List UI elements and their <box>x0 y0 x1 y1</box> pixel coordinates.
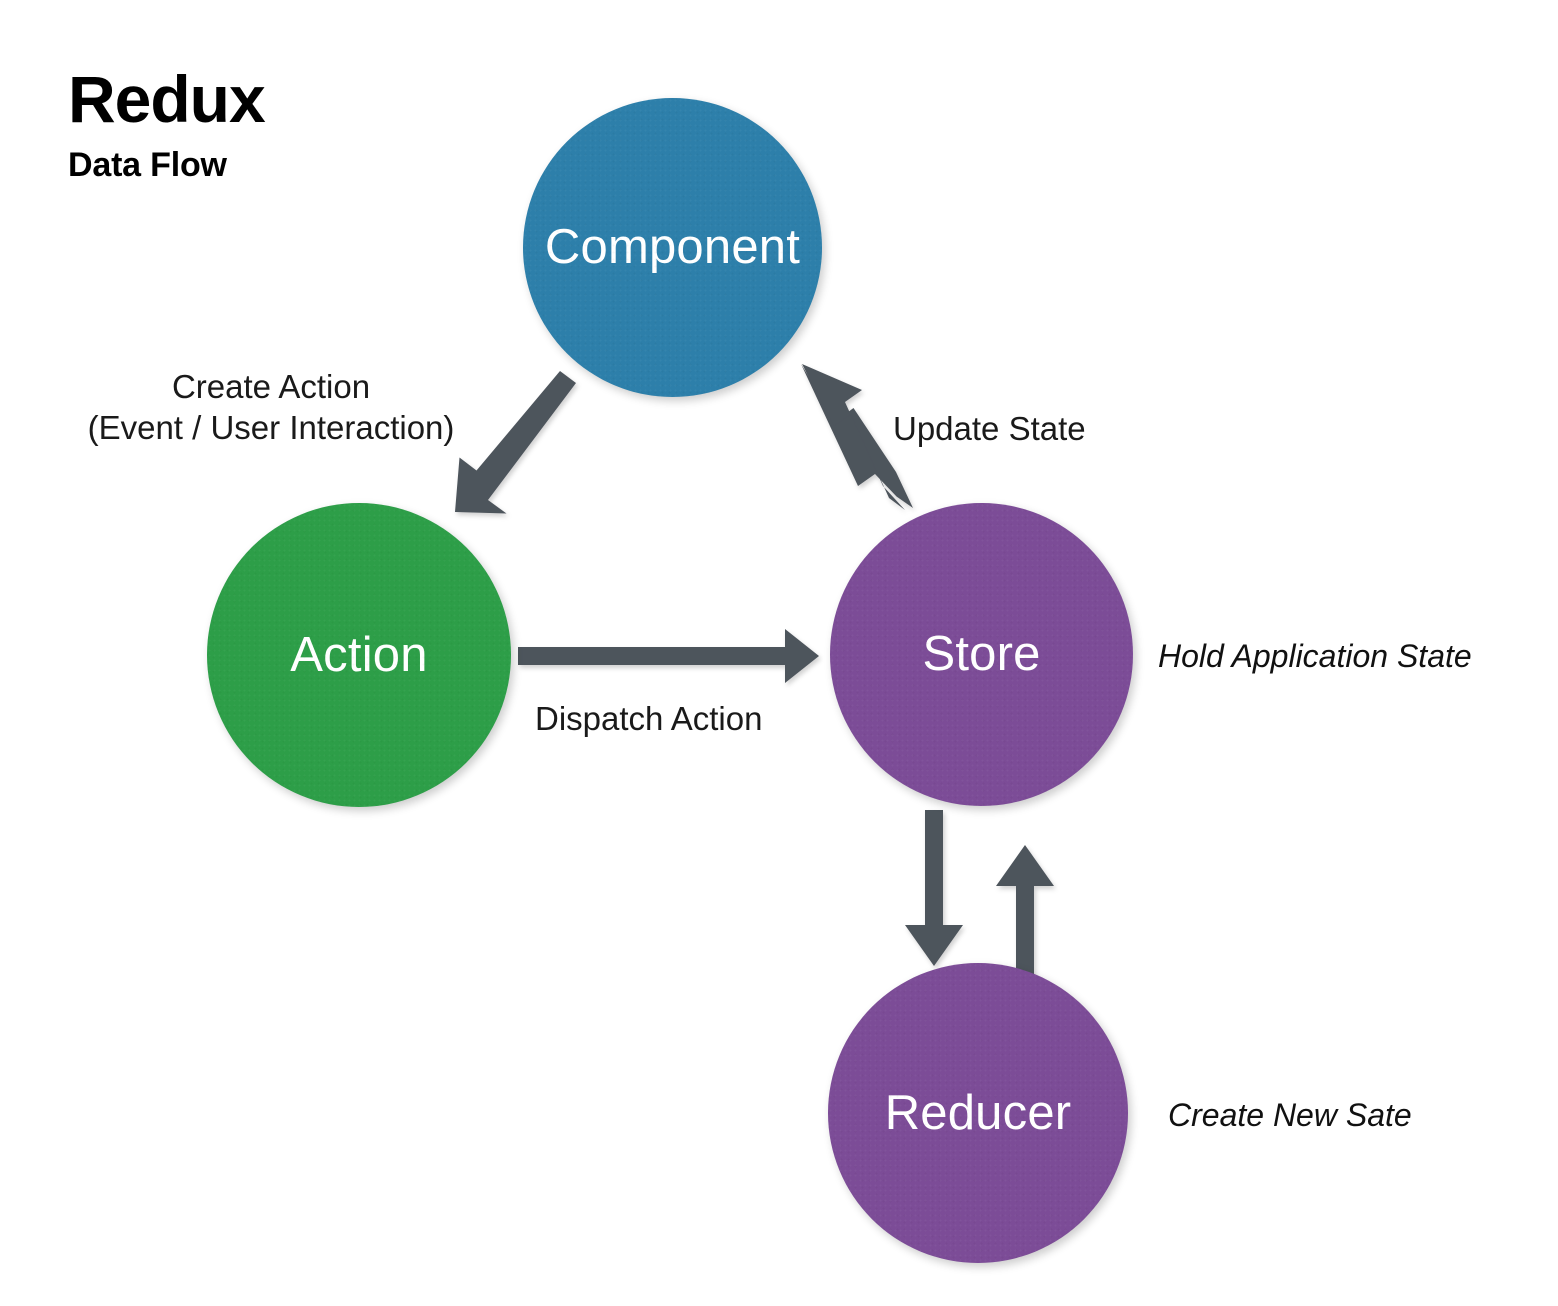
edge-label-update-state: Update State <box>893 410 1086 447</box>
node-action[interactable]: Action <box>207 503 511 807</box>
arrow-dispatch-action <box>518 629 819 683</box>
note-store-description: Hold Application State <box>1158 638 1472 674</box>
page-title: Redux <box>68 62 266 136</box>
edge-label-create-action-line1: Create Action <box>171 368 371 405</box>
edge-label-dispatch-action: Dispatch Action <box>535 700 763 737</box>
node-component[interactable]: Component <box>523 98 822 397</box>
edge-label-create-action-line2: (Event / User Interaction) <box>87 409 455 447</box>
arrow-store-to-reducer <box>905 810 963 966</box>
node-store[interactable]: Store <box>830 503 1133 806</box>
edge-label-create-action: Create Action (Event / User Interaction) <box>66 366 476 449</box>
node-reducer-label: Reducer <box>884 1085 1072 1140</box>
node-action-label: Action <box>290 627 428 682</box>
page-subtitle: Data Flow <box>68 146 227 184</box>
node-reducer[interactable]: Reducer <box>828 963 1128 1263</box>
note-reducer-description: Create New Sate <box>1168 1097 1412 1133</box>
node-store-label: Store <box>922 627 1041 681</box>
title-block: Redux Data Flow <box>68 62 266 184</box>
node-component-label: Component <box>544 220 801 274</box>
